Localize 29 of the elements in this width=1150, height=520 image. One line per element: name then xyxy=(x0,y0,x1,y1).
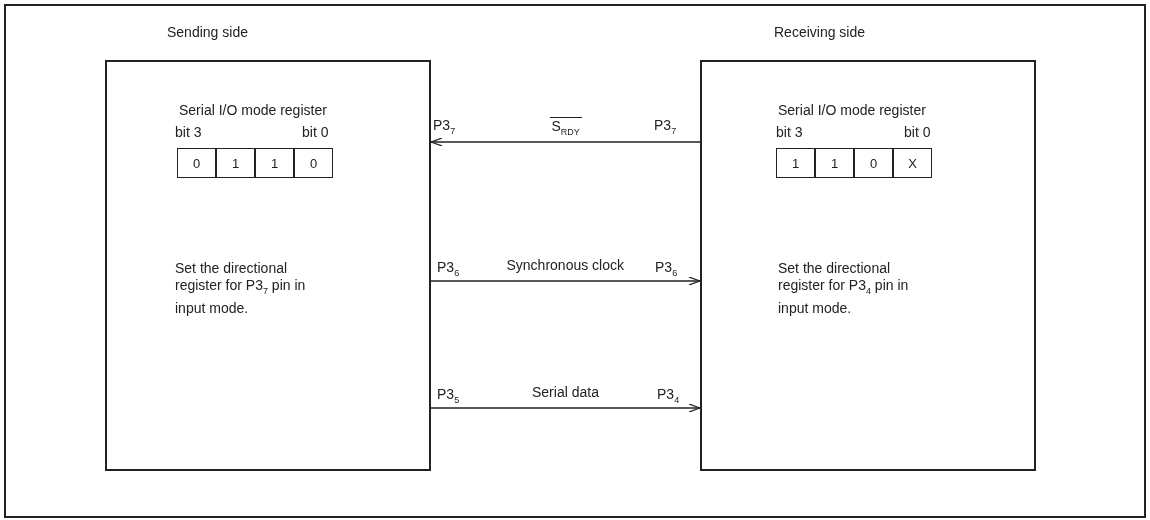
pin-label: P3$_{7}$ xyxy=(431,117,458,136)
register-bit-cell: X xyxy=(893,148,932,178)
pin-label: P3$_{4}$ xyxy=(655,386,682,405)
pin-label: P3$_{6}$ xyxy=(653,259,680,278)
instruction-text: Set the directional register for P3$_{4}$ pin in input mode. xyxy=(778,260,910,317)
register-bit-cell: 1 xyxy=(216,148,255,178)
pin-label: P3$_{6}$ xyxy=(435,259,462,278)
bit-label: bit 0 xyxy=(300,124,331,140)
pin-label: P3$_{7}$ xyxy=(652,117,679,136)
edge-label: Serial data xyxy=(530,384,601,400)
register-bit-cell: 1 xyxy=(776,148,815,178)
register-title: Serial I/O mode register xyxy=(778,102,926,118)
register-bit-cell: 0 xyxy=(294,148,333,178)
register-bit-cell: 0 xyxy=(854,148,893,178)
arrow xyxy=(430,137,701,147)
register-title: Serial I/O mode register xyxy=(179,102,327,118)
arrow xyxy=(430,276,701,286)
bit-label: bit 0 xyxy=(902,124,933,140)
bit-label: bit 3 xyxy=(774,124,805,140)
panel-heading: Sending side xyxy=(167,24,248,40)
instruction-text: Set the directional register for P3$_{7}$ pin in input mode. xyxy=(175,260,307,317)
register-bit-cell: 1 xyxy=(255,148,294,178)
bit-label: bit 3 xyxy=(173,124,204,140)
register-bit-cell: 0 xyxy=(177,148,216,178)
panel-heading: Receiving side xyxy=(774,24,866,40)
register-bit-cell: 1 xyxy=(815,148,854,178)
edge-label: Synchronous clock xyxy=(504,257,626,273)
arrow xyxy=(430,403,701,413)
pin-label: P3$_{5}$ xyxy=(435,386,462,405)
